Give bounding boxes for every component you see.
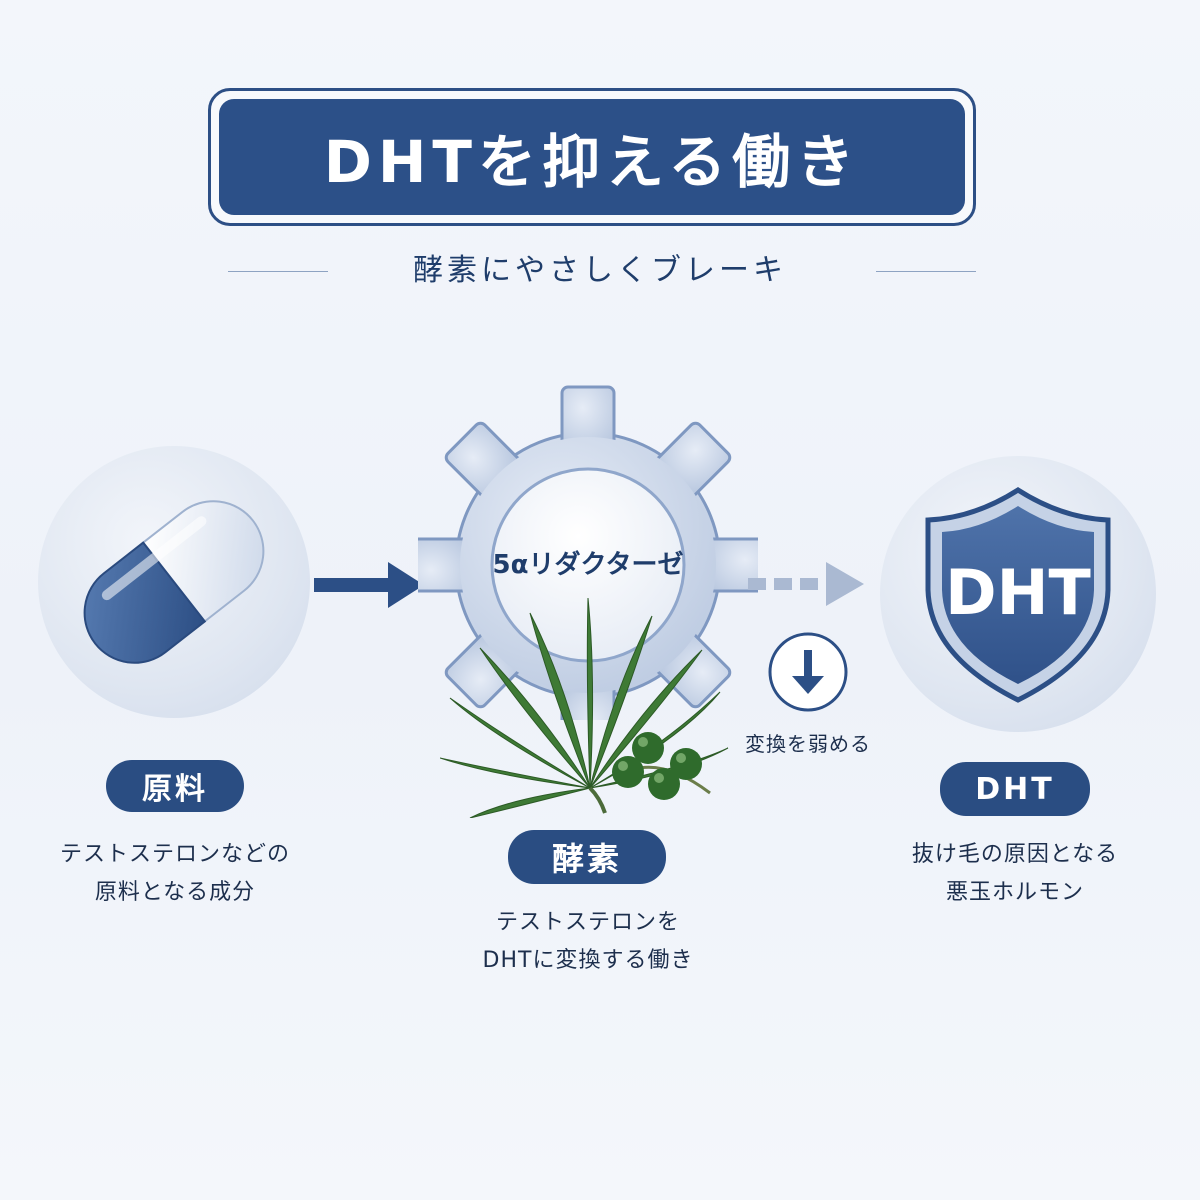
shield-dht-text: DHT (945, 556, 1091, 629)
enzyme-name: 5αリダクターゼ (492, 550, 684, 580)
reduce-conversion-label: 変換を弱める (745, 732, 871, 756)
capsule-icon (83, 500, 265, 664)
title-banner: DHTを抑える働き (208, 88, 976, 226)
enzyme-badge: 酵素 (508, 830, 666, 884)
raw-material-desc-line2: 原料となる成分 (94, 880, 256, 905)
arrow-right-dashed-icon (748, 562, 864, 606)
dht-circle (880, 456, 1156, 732)
dht-description: 抜け毛の原因となる 悪玉ホルモン (860, 836, 1170, 912)
gear-icon (418, 385, 758, 720)
enzyme-desc-line1: テストステロンを (495, 910, 680, 935)
subtitle-rule-left (228, 271, 328, 272)
raw-material-circle (38, 446, 310, 718)
enzyme-desc-line2: DHTに変換する働き (482, 948, 694, 973)
arrow-right-solid-icon (314, 562, 424, 608)
raw-material-badge: 原料 (106, 760, 244, 812)
berry-cluster (612, 732, 702, 800)
subtitle-rule-right (876, 271, 976, 272)
enzyme-description: テストステロンを DHTに変換する働き (420, 904, 756, 980)
page-title: DHTを抑える働き (323, 128, 861, 196)
shield-icon (925, 487, 1111, 703)
dht-badge: DHT (940, 762, 1090, 816)
raw-material-desc-line1: テストステロンなどの (59, 842, 290, 867)
dht-desc-line2: 悪玉ホルモン (945, 880, 1084, 905)
raw-material-description: テストステロンなどの 原料となる成分 (20, 836, 330, 912)
title-banner-fill: DHTを抑える働き (219, 99, 965, 215)
saw-palmetto-leaf-icon (440, 597, 729, 818)
dht-desc-line1: 抜け毛の原因となる (911, 842, 1119, 867)
arrow-down-circle-icon (768, 632, 848, 712)
subtitle: 酵素にやさしくブレーキ (413, 253, 787, 288)
